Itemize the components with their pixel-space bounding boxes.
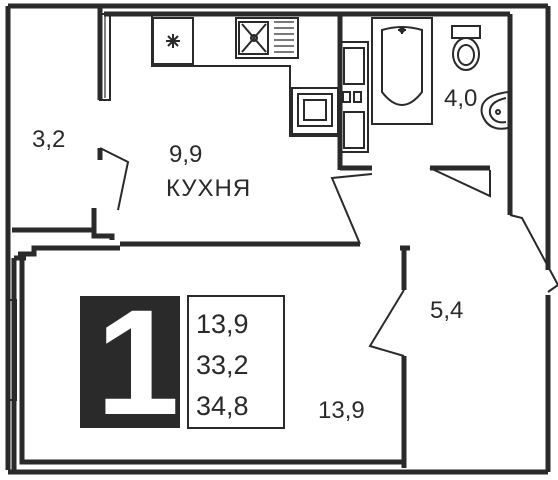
living-room-area: 13,9 [318,397,365,424]
fridge-icon [152,17,194,65]
washbasin-icon [480,91,509,130]
sink-icon [235,17,299,59]
loggia-area: 3,2 [32,126,65,153]
kitchen-furniture [151,16,369,153]
kitchen-area: 9,9 [169,141,202,168]
total-with-balcony-value: 34,8 [196,391,249,421]
apartment-summary: 1 13,9 33,2 34,8 [80,278,285,446]
doors [99,147,558,357]
living-area-value: 13,9 [196,309,249,339]
stove-icon [291,87,339,135]
bathroom-area: 4,0 [444,85,477,112]
total-area-value: 33,2 [196,350,249,380]
bathtub-icon [371,17,433,125]
toilet-icon [451,25,481,71]
windows [7,13,111,401]
bathroom-furniture [371,17,509,130]
rooms-count: 1 [96,278,179,446]
rooms-count-badge [80,296,180,428]
room-labels: 3,2 9,9 КУХНЯ 4,0 5,4 13,9 [32,85,477,424]
hallway-area: 5,4 [430,297,463,324]
summary-box [187,295,285,429]
kitchen-name: КУХНЯ [166,175,251,202]
